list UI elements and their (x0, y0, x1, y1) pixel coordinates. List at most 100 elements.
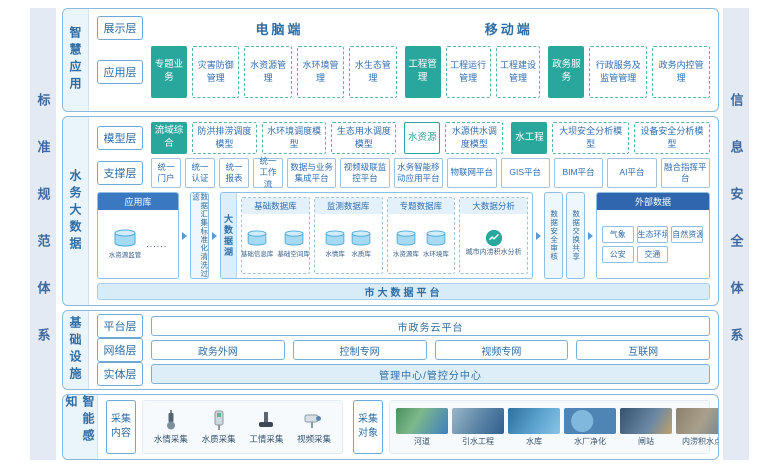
object-item-label: 河道 (414, 436, 430, 446)
application-database-title: 应用库 (98, 193, 178, 210)
object-item: 闸站 (620, 407, 672, 447)
big-data-analysis-group: 大数据分析 城市内涝积水分析 (459, 197, 528, 274)
analysis-label: 城市内涝积水分析 (465, 249, 522, 257)
collection-item-label: 水质采集 (201, 434, 236, 444)
group-header: 专题业务 (151, 46, 187, 98)
object-item: 水厂净化 (564, 407, 616, 447)
database-cylinder-icon (284, 229, 303, 246)
network-layer-chip: 网络层 (97, 338, 143, 362)
section-body: 采集内容 水情采集 水质采集 (98, 395, 718, 459)
database-cylinder-icon (325, 229, 345, 246)
object-item-label: 水库 (526, 436, 542, 446)
network-item: 视频专网 (434, 340, 569, 360)
government-service-group: 政务服务 行政服务及监管管理 政务内控管理 (548, 46, 711, 98)
group-header: 工程管理 (404, 46, 441, 98)
ellipsis-text: ...... (146, 239, 168, 249)
app-item: 水环境管理 (296, 46, 345, 98)
pc-terminal-label: 电脑端 (255, 21, 304, 37)
database-cylinder-icon (396, 229, 416, 246)
section-title: 水务大数据 (68, 168, 82, 254)
collection-item-label: 水情采集 (153, 434, 188, 444)
management-center-bar: 管理中心/管控分中心 (151, 364, 710, 384)
app-item: 工程运行管理 (445, 46, 491, 98)
object-item-label: 内涝积水点 (682, 436, 719, 446)
external-data-block: 外部数据 气象 生态环境 自然资源 公安 交通 (596, 192, 710, 279)
network-layer-row: 网络层 政务外网 控制专网 视频专网 互联网 (97, 338, 710, 362)
external-data-item: 生态环境 (636, 225, 669, 243)
site-photo (508, 407, 560, 434)
external-data-title: 外部数据 (597, 193, 709, 210)
mobile-terminal-label: 移动端 (484, 21, 533, 37)
terminal-area: 电脑端 移动端 (151, 19, 710, 38)
database-item: 水质库 (350, 229, 372, 258)
platform-layer-chip: 平台层 (97, 314, 143, 338)
collection-objects-block: 采集对象 河道 引水工程 (353, 400, 718, 454)
city-big-data-platform-bar: 市大数据平台 (97, 283, 710, 300)
collection-item: 水质采集 (202, 409, 236, 445)
data-cleaning-filter-box: 数据汇集标准化清洗过滤 (190, 192, 209, 279)
app-item: 行政服务及监管管理 (589, 46, 648, 98)
database-cylinder-icon (114, 229, 136, 247)
database-label: 基础信息库 (241, 250, 274, 258)
object-item-label: 闸站 (638, 436, 654, 446)
analysis-icon (485, 230, 502, 247)
app-layer-chip: 应用层 (97, 60, 143, 84)
support-layer-row: 支撑层 统一门户 统一认证 统一报表 统一工作流 数据与业务集成平台 视频级联监… (97, 156, 710, 189)
section-infrastructure: 基础设施 平台层 市政务云平台 网络层 政务外网 控制专网 视频专网 互联网 (62, 310, 719, 390)
app-item: 政务内控管理 (652, 46, 711, 98)
engineering-sensor-icon (259, 412, 274, 427)
security-system-bar: 信息安全体系 (723, 8, 749, 460)
object-item-label: 水厂净化 (574, 436, 606, 446)
support-item: AI平台 (607, 158, 657, 188)
special-business-group: 专题业务 灾害防御管理 水资源管理 水环境管理 水生态管理 (151, 46, 397, 98)
diagram-main: 智慧应用 展示层 电脑端 移动端 应用层 专题业务 灾害防御管理 水资源管理 (62, 0, 719, 468)
support-item: BIM平台 (553, 158, 604, 188)
flow-arrow-icon (212, 231, 217, 240)
site-photo (676, 407, 718, 434)
site-photo (620, 407, 672, 434)
model-item: 设备安全分析模型 (633, 122, 711, 154)
big-data-lake-block: 大数据湖 基础数据库 基础信息库 (220, 192, 533, 279)
model-item: 水源供水调度模型 (445, 122, 504, 154)
application-layer-row: 应用层 专题业务 灾害防御管理 水资源管理 水环境管理 水生态管理 工程管理 工… (97, 46, 711, 98)
section-label-column: 水务大数据 (63, 117, 89, 305)
flow-arrow-icon (182, 231, 187, 240)
collection-item-label: 工情采集 (249, 434, 284, 444)
basic-database-group: 基础数据库 基础信息库 基础空间库 (241, 197, 310, 274)
external-data-item: 自然资源 (671, 225, 703, 243)
section-water-big-data: 水务大数据 模型层 流域综合 防洪排涝调度模型 水环境调度模型 生态用水调度模型… (62, 116, 719, 306)
app-item: 灾害防御管理 (192, 46, 240, 98)
support-item: 数据与业务集成平台 (287, 158, 337, 188)
entity-layer-row: 实体层 管理中心/管控分中心 (97, 362, 710, 386)
filter-label: 数据汇集标准化清洗过滤 (191, 193, 209, 278)
database-item: 基础空间库 (277, 229, 309, 258)
model-layer-row: 模型层 流域综合 防洪排涝调度模型 水环境调度模型 生态用水调度模型 水资源 水… (97, 122, 711, 154)
external-data-item: 交通 (636, 245, 669, 263)
display-layer-row: 展示层 电脑端 移动端 (97, 14, 710, 42)
lake-group-title: 专题数据库 (387, 198, 455, 214)
support-item: 统一工作流 (253, 156, 283, 189)
object-item: 水库 (508, 407, 560, 447)
entity-layer-chip: 实体层 (97, 362, 143, 386)
gov-cloud-platform-bar: 市政务云平台 (151, 316, 710, 336)
water-project-model-group: 水工程 大坝安全分析模型 设备安全分析模型 (511, 122, 711, 154)
site-photo (452, 407, 504, 434)
database-item: 水资源监管 (108, 229, 142, 259)
basin-model-group: 流域综合 防洪排涝调度模型 水环境调度模型 生态用水调度模型 (151, 122, 397, 154)
collection-content-block: 采集内容 水情采集 水质采集 (106, 400, 343, 454)
database-label: 水资源监管 (108, 252, 142, 259)
lake-title: 大数据湖 (223, 213, 233, 258)
section-body: 模型层 流域综合 防洪排涝调度模型 水环境调度模型 生态用水调度模型 水资源 水… (89, 117, 718, 305)
network-item: 互联网 (576, 340, 710, 360)
database-label: 水资源库 (392, 250, 419, 258)
support-layer-chip: 支撑层 (97, 161, 143, 185)
support-item: 融合指挥平台 (660, 158, 710, 188)
collection-item: 水情采集 (154, 409, 188, 445)
model-layer-chip: 模型层 (97, 126, 143, 150)
database-label: 水环境库 (422, 250, 449, 258)
network-item: 控制专网 (292, 340, 427, 360)
support-item: 视频级联监控平台 (340, 158, 390, 188)
support-item: 水务智能移动应用平台 (393, 158, 444, 188)
support-item: 统一认证 (185, 158, 215, 188)
support-item: 物联网平台 (447, 158, 497, 188)
